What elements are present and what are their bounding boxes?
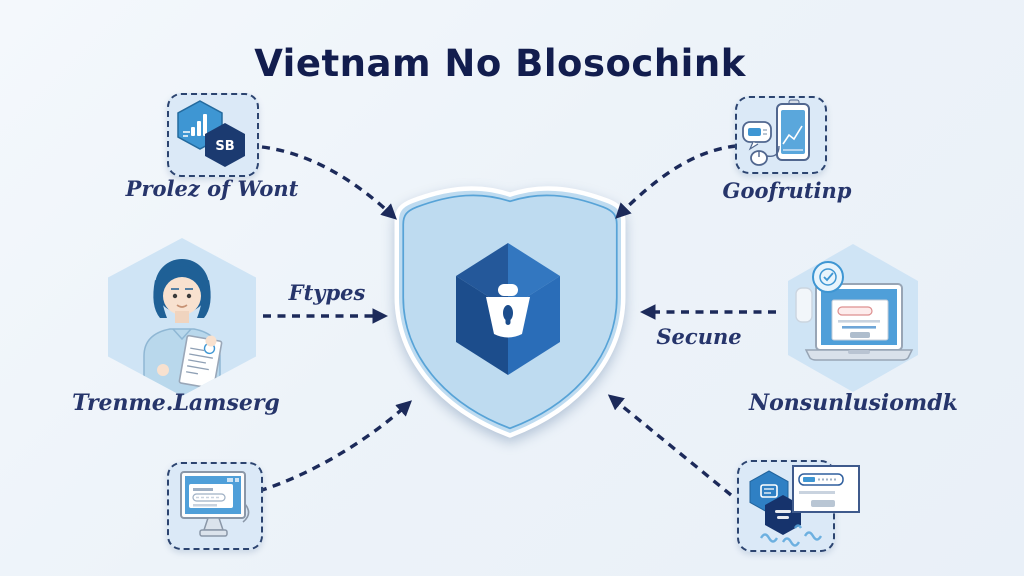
person-document-icon [143, 259, 223, 396]
arrow-bottom-right [607, 394, 733, 497]
hexagon-badge-text: SB [215, 139, 234, 154]
node-laptop-hexagon [788, 244, 918, 392]
page-title: Vietnam No Blosochink [254, 42, 746, 85]
analytics-hexagons-icon: SB [177, 100, 245, 167]
tablet-chart-icon [742, 99, 810, 166]
node-label-top-left: Prolez of Wont [125, 176, 299, 201]
desktop-monitor-icon [180, 471, 250, 537]
node-computing-tile [735, 96, 827, 174]
node-proof-of-work-tile: SB [167, 93, 259, 177]
arrow-bottom-left [258, 400, 412, 493]
shield-lock-cube-icon [394, 186, 626, 438]
node-monitor-tile [167, 462, 263, 550]
node-person-hexagon [108, 238, 256, 396]
lock-icon [486, 284, 530, 338]
arrow-top-right [615, 144, 737, 219]
laptop-form-icon [795, 261, 914, 361]
node-label-top-right: Goofrutinp [722, 178, 852, 203]
hexagon-document-puzzle-icon [749, 465, 860, 547]
arrow-label-secure: Secune [656, 324, 742, 349]
node-contract-tile [737, 460, 860, 552]
arrow-top-left [261, 145, 397, 220]
arrow-label-ftypes: Ftypes [288, 280, 366, 305]
node-label-right: Nonsunlusiomdk [749, 390, 958, 416]
node-label-left: Trenme.Lamserg [72, 390, 280, 416]
